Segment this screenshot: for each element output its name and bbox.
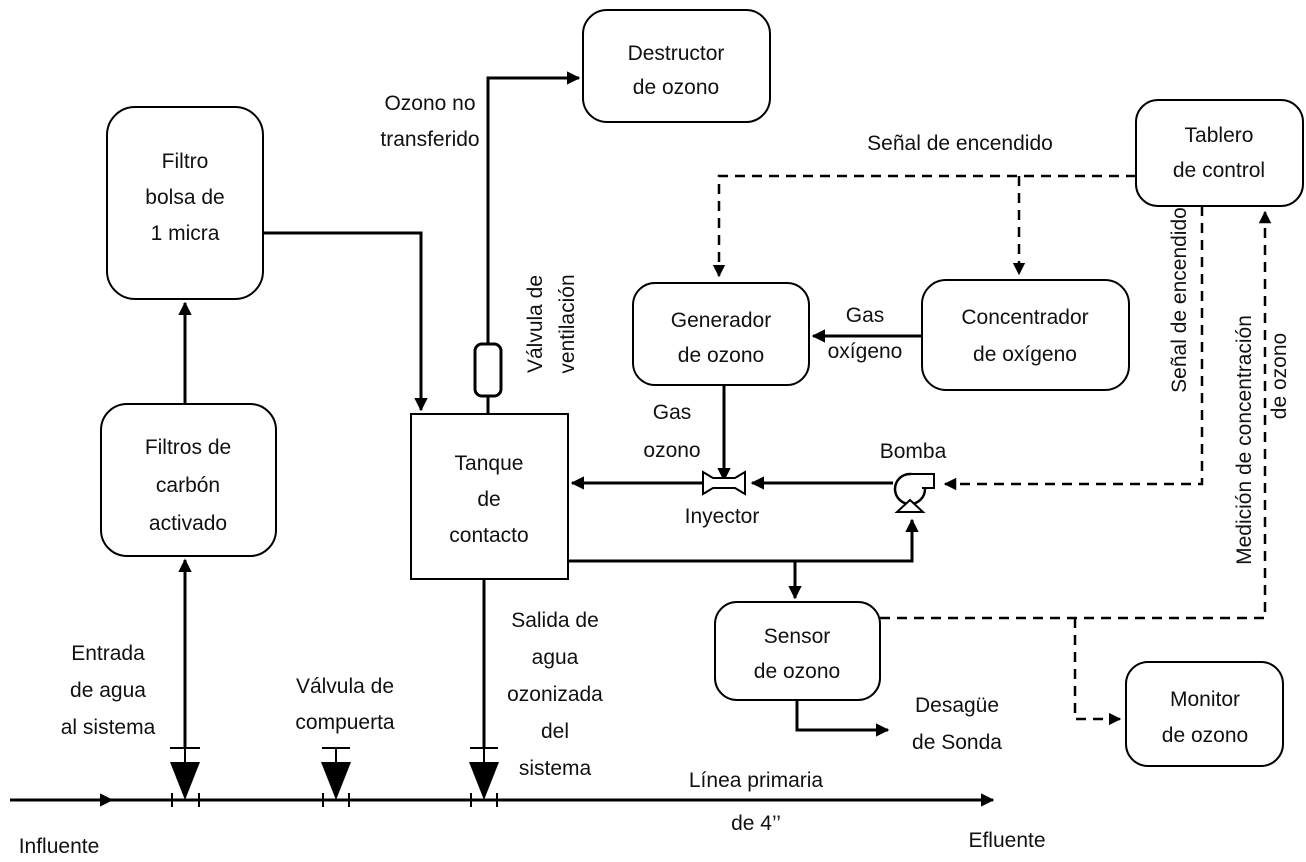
tanque-to-destructor-arrow: [486, 71, 581, 344]
linea-primaria-label-2: de 4’’: [731, 812, 781, 835]
valve-salida-icon: [469, 747, 499, 800]
monitor-box: Monitor de ozono: [1125, 661, 1284, 767]
entrada-agua-label-2: de agua: [70, 679, 146, 702]
tanque-label-2: de: [477, 488, 500, 511]
valvula-ventilacion-label: Válvula de ventilación: [524, 274, 579, 373]
entrada-agua-label-3: al sistema: [61, 716, 156, 739]
sensor-box: Sensor de ozono: [714, 601, 881, 701]
monitor-label-1: Monitor: [1170, 688, 1240, 711]
pump-icon: [893, 472, 935, 513]
destructor-box: Destructor de ozono: [582, 9, 771, 123]
filtros-carbon-box: Filtros de carbón activado: [100, 403, 277, 557]
ozono-no-transferido-label-2: transferido: [380, 128, 479, 151]
solid-flow-lines: [10, 71, 995, 807]
tanque-box: Tanque de contacto: [410, 413, 569, 580]
desague-label-1: Desagüe: [915, 694, 999, 717]
valvula-ventilacion-label-2: ventilación: [556, 274, 579, 373]
desague-arrow: [795, 700, 890, 737]
generador-label-2: de ozono: [678, 344, 764, 367]
injector-icon: [702, 470, 746, 496]
generador-label-1: Generador: [671, 309, 771, 332]
salida-agua-label-4: del: [541, 720, 569, 743]
sensor-to-tablero-signal: [880, 210, 1272, 620]
sensor-label-1: Sensor: [764, 625, 831, 648]
efluente-label: Efluente: [968, 829, 1045, 852]
desague-label-2: de Sonda: [912, 731, 1002, 754]
senal-encendido-side-label: Señal de encendido: [1168, 207, 1191, 393]
ventilation-valve-icon: [473, 342, 503, 398]
destructor-label-1: Destructor: [628, 42, 725, 65]
filtros-carbon-label-3: activado: [149, 512, 227, 535]
influente-label: Influente: [19, 835, 100, 858]
medicion-concentracion-label-group: Medición de concentración de ozono: [1233, 315, 1291, 565]
medicion-concentracion-label-2: de ozono: [1268, 333, 1291, 419]
concentrador-box: Concentrador de oxígeno: [921, 279, 1130, 391]
gas-oxigeno-label-1: Gas: [846, 304, 885, 327]
senal-encendido-top-label: Señal de encendido: [867, 132, 1053, 155]
filtro-bolsa-label-1: Filtro: [162, 150, 209, 173]
entrada-agua-label-1: Entrada: [71, 642, 145, 665]
signal-lines: [712, 174, 1272, 726]
senal-encendido-side-label-group: Señal de encendido: [1168, 207, 1191, 393]
filtros-carbon-label-1: Filtros de: [145, 436, 231, 459]
tanque-right-outlet: [568, 518, 919, 563]
filtro-bolsa-box: Filtro bolsa de 1 micra: [106, 106, 264, 300]
tablero-label-1: Tablero: [1185, 124, 1254, 147]
sensor-label-2: de ozono: [754, 660, 840, 683]
monitor-label-2: de ozono: [1162, 724, 1248, 747]
gas-ozono-label-1: Gas: [653, 401, 692, 424]
pipe-flange-ticks: [171, 793, 498, 807]
tablero-label-2: de control: [1173, 159, 1265, 182]
generador-box: Generador de ozono: [632, 282, 810, 386]
gas-ozono-label-2: ozono: [643, 439, 700, 462]
tanque-label-3: contacto: [449, 524, 528, 547]
concentrador-label-2: de oxígeno: [973, 343, 1077, 366]
filtro-bolsa-label-3: 1 micra: [151, 222, 220, 245]
inyector-label: Inyector: [685, 505, 760, 528]
salida-agua-label-5: sistema: [519, 757, 592, 780]
linea-primaria-label-1: Línea primaria: [689, 769, 824, 792]
valvula-ventilacion-label-1: Válvula de: [524, 275, 547, 373]
destructor-label-2: de ozono: [633, 76, 719, 99]
ozono-no-transferido-label-1: Ozono no: [384, 92, 475, 115]
tablero-to-bomba-signal: [943, 206, 1204, 491]
tablero-box: Tablero de control: [1135, 99, 1304, 207]
valvula-compuerta-label-1: Válvula de: [296, 675, 394, 698]
filtros-carbon-label-2: carbón: [156, 474, 220, 497]
valve-compuerta-icon: [321, 747, 351, 800]
bomba-label: Bomba: [880, 440, 947, 463]
filtro-bolsa-label-2: bolsa de: [145, 186, 224, 209]
tablero-to-generador-signal: [712, 174, 1136, 278]
valve-entrada-icon: [170, 747, 200, 800]
gas-oxigeno-label-2: oxígeno: [828, 340, 903, 363]
bolsa-to-tanque-arrow: [263, 231, 428, 412]
sensor-to-monitor-signal: [1073, 618, 1122, 726]
valvula-compuerta-label-2: compuerta: [295, 711, 395, 734]
medicion-concentracion-label-1: Medición de concentración: [1233, 315, 1256, 565]
salida-agua-label-2: agua: [532, 646, 579, 669]
salida-agua-label-3: ozonizada: [507, 683, 603, 706]
tanque-label-1: Tanque: [455, 452, 524, 475]
concentrador-label-1: Concentrador: [961, 306, 1088, 329]
salida-agua-label-1: Salida de: [511, 609, 599, 632]
